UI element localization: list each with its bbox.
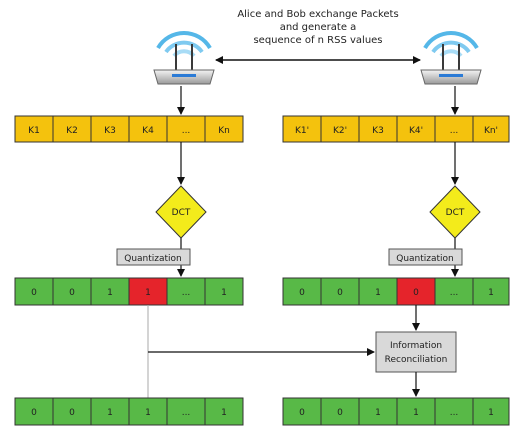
alice-final-bit-label: 0 (69, 408, 75, 418)
bob-key-label: K2' (333, 126, 347, 136)
bob-key-cell (358, 115, 398, 143)
reconciliation-line-2: Reconciliation (385, 355, 448, 365)
alice-quantization-label: Quantization (124, 254, 182, 264)
bob-key-row: K1' K2' K3 K4' ... Kn' (282, 115, 510, 143)
bob-bit-cell (472, 277, 510, 306)
caption-line-2: and generate a (280, 22, 357, 33)
bob-key-label: Kn' (484, 126, 498, 136)
bob-bit-label: 1 (375, 288, 381, 298)
alice-final-bit-cell (204, 397, 244, 426)
alice-key-label: Kn (218, 126, 230, 136)
exchange-caption: Alice and Bob exchange Packets and gener… (237, 9, 398, 46)
bob-final-bit-label: ... (450, 408, 459, 418)
caption-line-3: sequence of n RSS values (253, 35, 382, 46)
bob-bit-label: 0 (413, 288, 419, 298)
alice-final-bit-cell (52, 397, 92, 426)
alice-dct-label: DCT (172, 208, 191, 218)
alice-bit-label: 0 (31, 288, 37, 298)
alice-final-bit-cell (166, 397, 206, 426)
bob-key-cell (472, 115, 510, 143)
alice-key-cell (166, 115, 206, 143)
bob-bit-cell (282, 277, 322, 306)
bob-key-label: ... (450, 126, 459, 136)
alice-bit-label: 0 (69, 288, 75, 298)
alice-key-cell (14, 115, 54, 143)
alice-key-cell (90, 115, 130, 143)
alice-key-label: K2 (66, 126, 78, 136)
alice-bit-label: 1 (107, 288, 113, 298)
bob-dct-label: DCT (446, 208, 465, 218)
bob-dct-diamond: DCT (429, 185, 481, 239)
bob-final-bit-label: 0 (337, 408, 343, 418)
alice-final-bit-label: 1 (145, 408, 151, 418)
bob-key-label: K3 (372, 126, 384, 136)
alice-bit-label: ... (182, 288, 191, 298)
alice-final-bit-cell (128, 397, 168, 426)
bob-bit-cell-mismatch (396, 277, 436, 306)
alice-bit-label: 1 (145, 288, 151, 298)
bob-bit-label: 0 (299, 288, 305, 298)
alice-bit-cell (166, 277, 206, 306)
bob-bit-label: 0 (337, 288, 343, 298)
bob-final-bits-row: 0 0 1 1 ... 1 (282, 397, 510, 426)
alice-final-bit-label: 1 (221, 408, 227, 418)
alice-key-cell (204, 115, 244, 143)
alice-key-label: K3 (104, 126, 116, 136)
alice-key-label: K4 (142, 126, 154, 136)
bob-key-label: K4' (409, 126, 423, 136)
alice-bit-label: 1 (221, 288, 227, 298)
bob-router-icon (420, 30, 482, 85)
alice-key-cell (52, 115, 92, 143)
bob-bit-label: ... (450, 288, 459, 298)
bob-final-bit-label: 1 (488, 408, 494, 418)
bob-key-label: K1' (295, 126, 309, 136)
bob-final-bit-label: 0 (299, 408, 305, 418)
alice-bit-cell (90, 277, 130, 306)
alice-key-label: K1 (28, 126, 40, 136)
bob-final-bit-cell (472, 397, 510, 426)
bob-final-bit-label: 1 (413, 408, 419, 418)
bob-bits-row: 0 0 1 0 ... 1 (282, 277, 510, 306)
bob-bit-label: 1 (488, 288, 494, 298)
reconciliation-line-1: Information (390, 341, 442, 351)
bob-final-bit-cell (434, 397, 474, 426)
bob-final-bit-label: 1 (375, 408, 381, 418)
alice-bit-cell (52, 277, 92, 306)
alice-bits-row: 0 0 1 1 ... 1 (14, 277, 244, 306)
bob-bit-cell (320, 277, 360, 306)
bob-quantization-label: Quantization (396, 254, 454, 264)
bob-bit-cell (358, 277, 398, 306)
alice-key-cell (128, 115, 168, 143)
alice-final-bit-label: ... (182, 408, 191, 418)
alice-dct-diamond: DCT (155, 185, 207, 239)
alice-bit-cell (204, 277, 244, 306)
information-reconciliation-box: Information Reconciliation (375, 331, 457, 373)
alice-quantization-box: Quantization (116, 248, 191, 266)
bob-final-bit-cell (320, 397, 360, 426)
alice-final-bits-row: 0 0 1 1 ... 1 (14, 397, 244, 426)
caption-line-1: Alice and Bob exchange Packets (237, 9, 398, 20)
alice-final-bit-label: 0 (31, 408, 37, 418)
bob-quantization-box: Quantization (388, 248, 463, 266)
alice-final-bit-label: 1 (107, 408, 113, 418)
alice-router-icon (153, 30, 215, 85)
bob-key-cell (434, 115, 474, 143)
alice-key-label: ... (182, 126, 191, 136)
alice-key-row: K1 K2 K3 K4 ... Kn (14, 115, 244, 143)
alice-bit-cell-mismatch (128, 277, 168, 306)
